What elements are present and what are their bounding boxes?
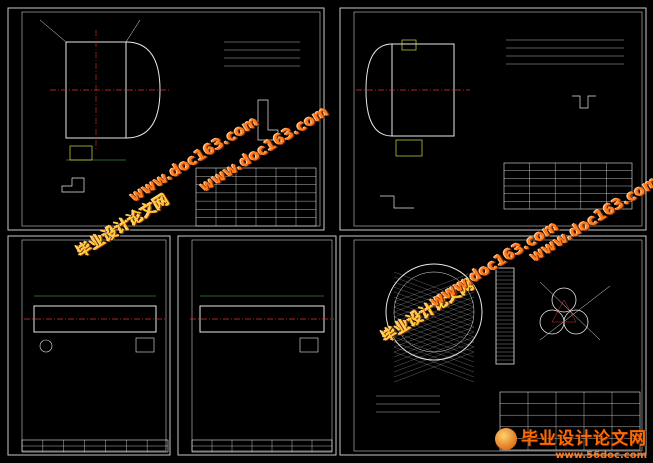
footer-brand: 毕业设计论文网 www.56doc.com [495,424,647,461]
sheet-frame-1 [7,7,325,231]
sheet-frames [7,7,647,456]
footer-brand-url: www.56doc.com [555,450,647,461]
vessel-side-view-2 [356,39,624,209]
sheet-frame-4 [177,235,337,456]
title-block-4 [191,439,333,453]
sheet-inner-border-2 [353,11,643,227]
sheet-frame-2 [339,7,647,231]
tube-long-view-3 [24,295,166,353]
parts-list-2 [503,162,633,210]
brand-logo-icon [495,428,517,450]
sheet-frame-3 [7,235,171,456]
tube-long-view-4 [190,295,334,353]
sheet-inner-border-5 [353,239,643,452]
vessel-side-view-1 [39,19,300,193]
title-block-3 [21,439,169,453]
sheet-inner-border-1 [21,11,321,227]
footer-brand-name: 毕业设计论文网 [521,428,647,449]
sheet-frame-5 [339,235,647,456]
sheet-inner-border-3 [21,239,167,452]
tube-sheet-view-5 [376,263,611,413]
title-block-5 [499,391,641,451]
parts-list-1 [195,167,317,227]
sheet-drawings [21,19,641,453]
sheet-inner-border-4 [191,239,333,452]
